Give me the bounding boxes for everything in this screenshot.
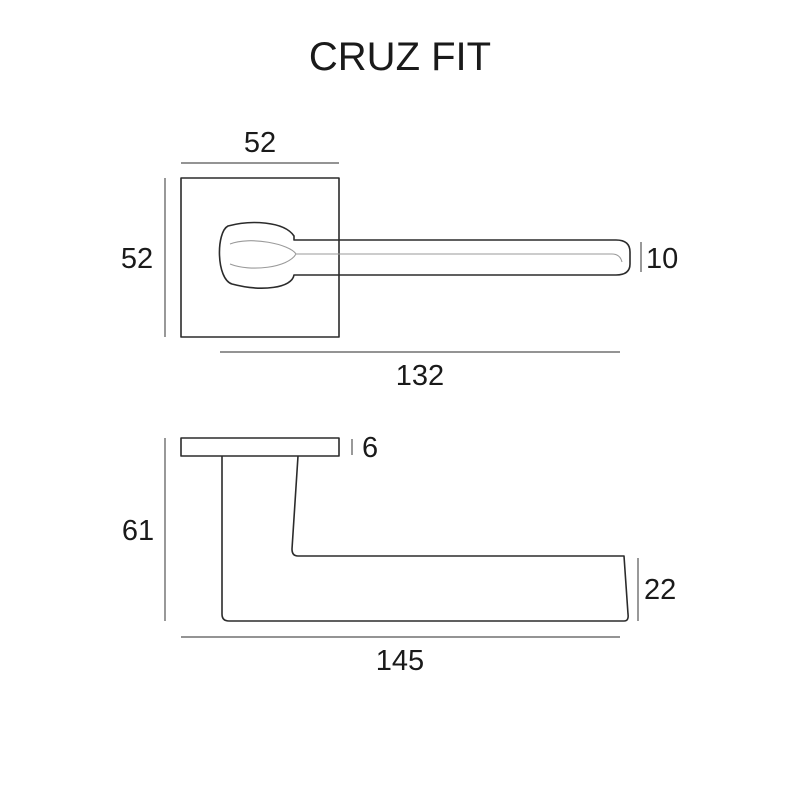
side-view: 6 61 145 22 xyxy=(122,432,676,677)
lever-side-outline xyxy=(221,455,629,622)
lever-top-outline xyxy=(218,221,631,289)
product-title: CRUZ FIT xyxy=(309,35,491,79)
lever-top-highlight xyxy=(229,240,623,269)
dim-label-overall-length: 145 xyxy=(376,645,424,677)
dim-label-rose-width: 52 xyxy=(244,127,276,159)
rose-plate xyxy=(180,437,340,457)
dim-label-projection: 61 xyxy=(122,515,154,547)
dim-label-lever-length: 132 xyxy=(396,360,444,392)
dim-label-rose-height: 52 xyxy=(121,243,153,275)
square-rose xyxy=(180,177,340,338)
dim-label-rose-depth: 6 xyxy=(362,432,378,464)
top-view: 52 52 132 10 xyxy=(121,127,678,392)
dim-label-lever-thickness: 10 xyxy=(646,243,678,275)
dim-label-grip-height: 22 xyxy=(644,574,676,606)
